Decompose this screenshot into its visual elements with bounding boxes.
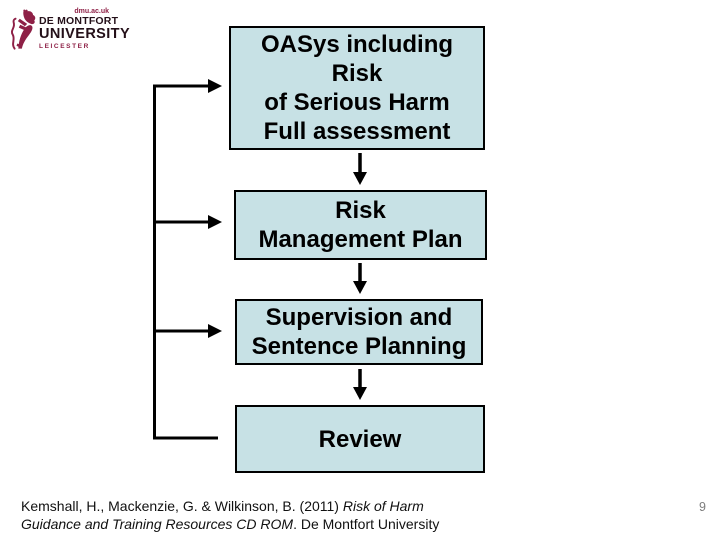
flow-box-line: of Serious Harm	[264, 89, 450, 116]
dmu-logo: dmu.ac.uk DE MONTFORT UNIVERSITY LEICEST…	[9, 8, 131, 52]
flow-box-supervision-sentence-planning: Supervision and Sentence Planning	[235, 299, 483, 365]
citation-title-part1: Risk of Harm	[342, 498, 424, 514]
dmu-url-text: dmu.ac.uk	[74, 8, 109, 15]
flow-box-line: Full assessment	[263, 118, 451, 145]
flow-box-line: Review	[318, 425, 402, 453]
citation-publisher: . De Montfort University	[293, 515, 440, 532]
dmu-name-line1: DE MONTFORT	[39, 15, 119, 27]
flow-box-oasys: OASys including Risk of Serious Harm Ful…	[229, 26, 485, 150]
dmu-name-line2: UNIVERSITY	[39, 26, 131, 42]
flow-box-review: Review	[235, 405, 485, 473]
flow-box-risk-management-plan: Risk Management Plan	[234, 190, 487, 260]
dmu-lion-icon	[10, 9, 36, 50]
slide-page-number: 9	[699, 500, 706, 514]
dmu-city-line: LEICESTER	[39, 43, 90, 50]
flow-box-line: Risk	[335, 197, 386, 224]
citation-line1: Kemshall, H., Mackenzie, G. & Wilkinson,…	[21, 498, 491, 516]
citation-authors: Kemshall, H., Mackenzie, G. & Wilkinson,…	[21, 498, 343, 514]
flow-box-line: Risk	[331, 60, 383, 87]
citation-title-part2: Guidance and Training Resources CD ROM	[21, 515, 294, 532]
flow-box-line: OASys including	[260, 31, 454, 58]
flow-box-line: Management Plan	[258, 226, 463, 253]
citation-line2: Guidance and Training Resources CD ROM. …	[21, 516, 491, 534]
citation-text: Kemshall, H., Mackenzie, G. & Wilkinson,…	[21, 498, 491, 533]
dmu-logo-text: dmu.ac.uk DE MONTFORT UNIVERSITY LEICEST…	[39, 8, 131, 52]
flow-box-line: Supervision and	[265, 304, 453, 331]
flow-box-line: Sentence Planning	[251, 333, 467, 360]
